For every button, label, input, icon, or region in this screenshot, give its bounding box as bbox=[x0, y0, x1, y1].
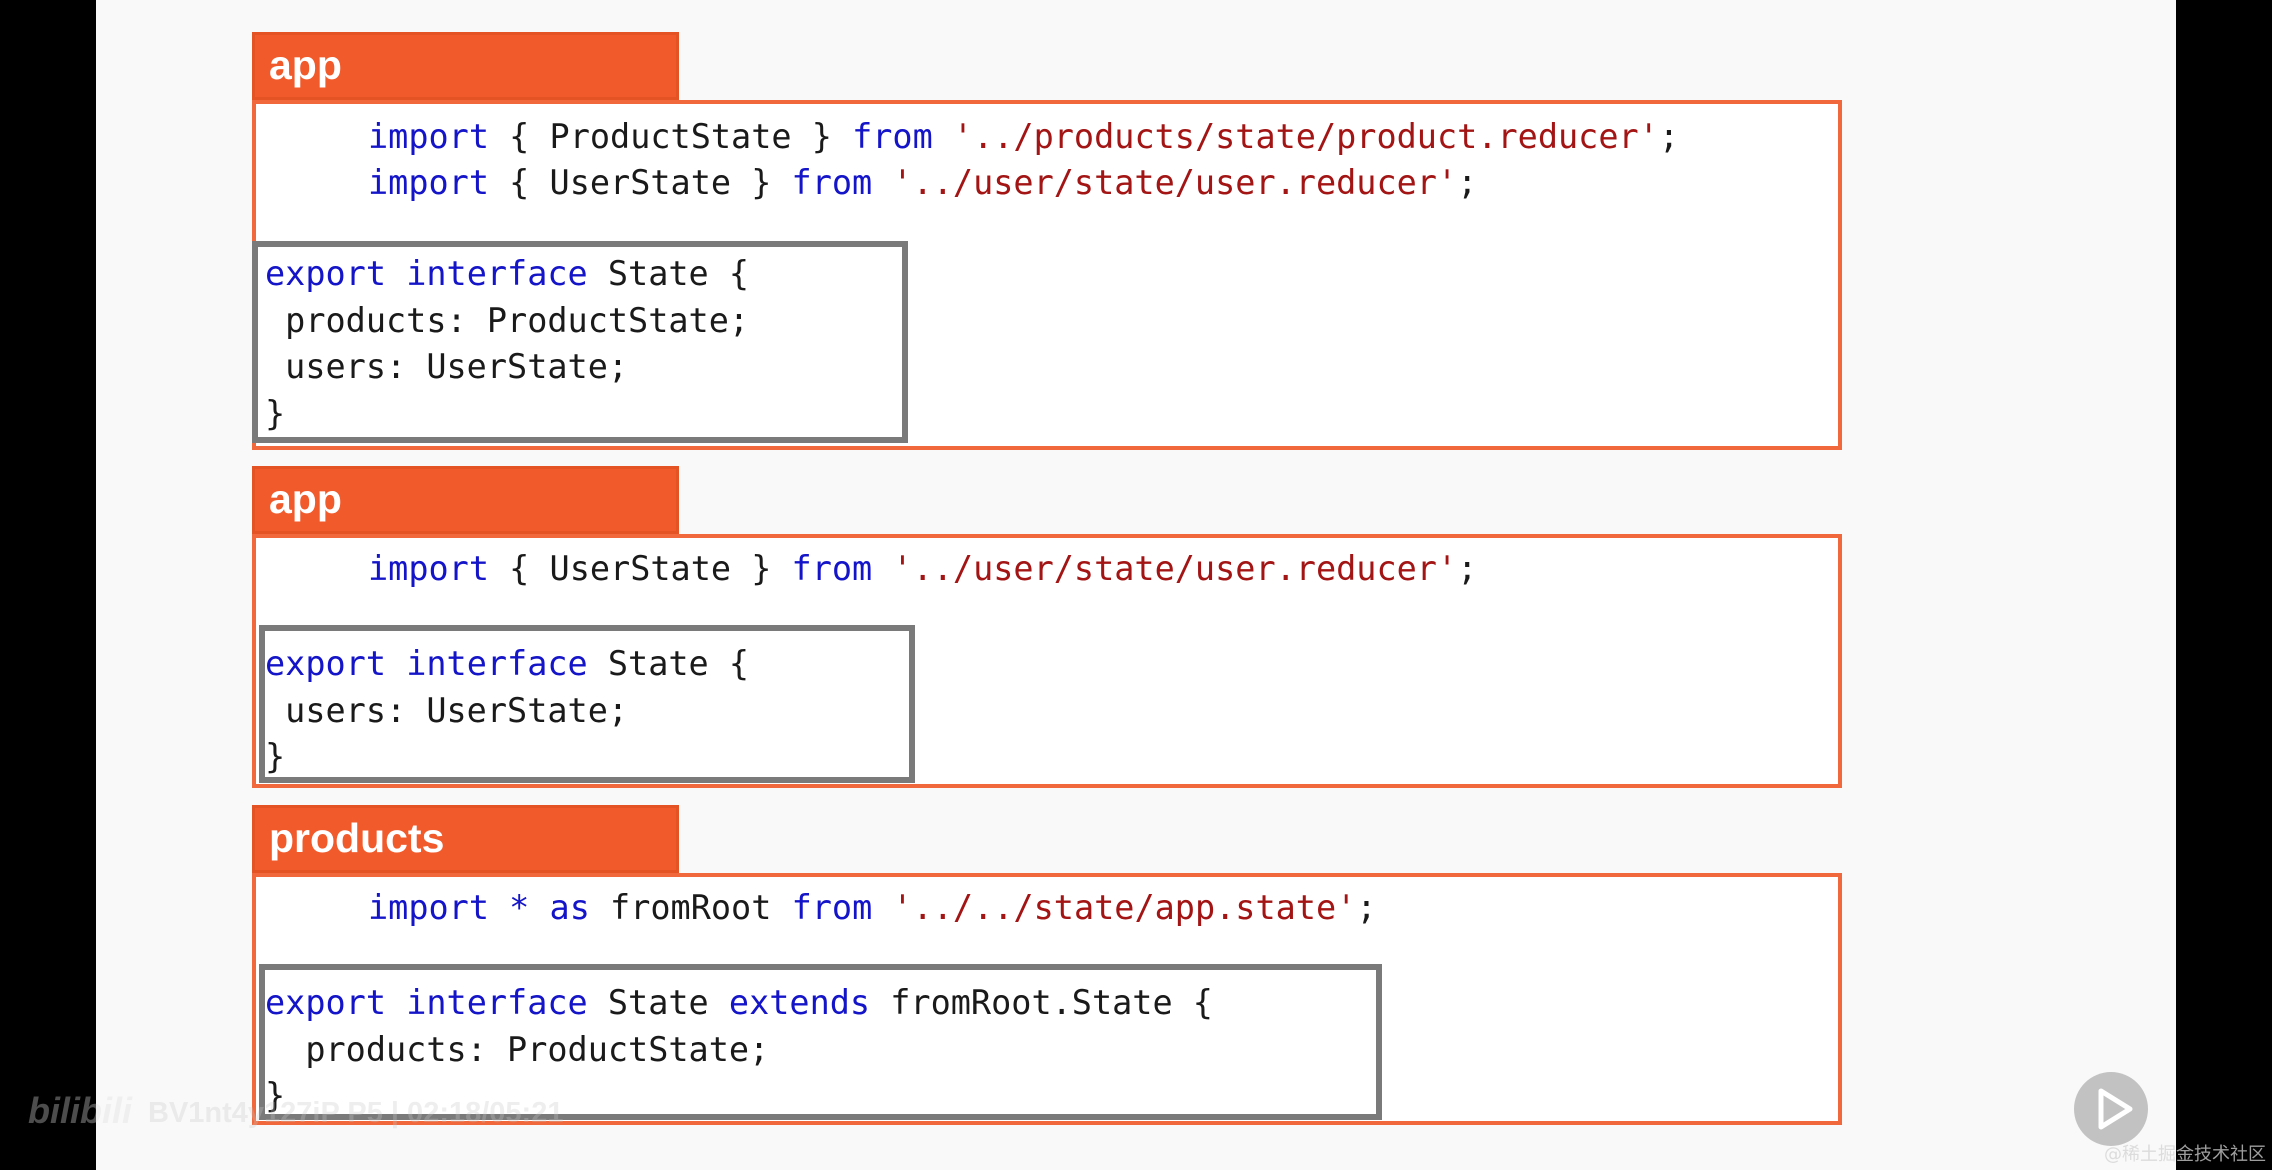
import-line: import * as fromRoot from '../../state/a… bbox=[368, 888, 1377, 927]
tab-products: products bbox=[252, 805, 679, 873]
slide: app import { ProductState } from '../pro… bbox=[96, 0, 2176, 1170]
interface-box-3: export interface State extends fromRoot.… bbox=[259, 964, 1382, 1120]
interface-code: export interface State extends fromRoot.… bbox=[265, 983, 1213, 1115]
import-line: import { UserState } from '../user/state… bbox=[368, 163, 1478, 202]
interface-code: export interface State { products: Produ… bbox=[265, 254, 750, 433]
tab-app-1: app bbox=[252, 32, 679, 100]
tab-app-2: app bbox=[252, 466, 679, 534]
interface-box-2: export interface State { users: UserStat… bbox=[259, 625, 915, 783]
video-watermark: BV1nt4y127iP P5 | 02:18/05:21 bbox=[148, 1097, 564, 1129]
interface-code: export interface State { users: UserStat… bbox=[265, 644, 750, 776]
interface-box-1: export interface State { products: Produ… bbox=[252, 241, 908, 443]
import-line: import { ProductState } from '../product… bbox=[368, 117, 1679, 156]
bilibili-logo: bilibili bbox=[28, 1090, 132, 1131]
credit-text: @稀土掘金技术社区 bbox=[2104, 1144, 2266, 1165]
play-icon bbox=[2098, 1088, 2133, 1130]
import-line: import { UserState } from '../user/state… bbox=[368, 549, 1478, 588]
play-button[interactable] bbox=[2074, 1072, 2148, 1146]
